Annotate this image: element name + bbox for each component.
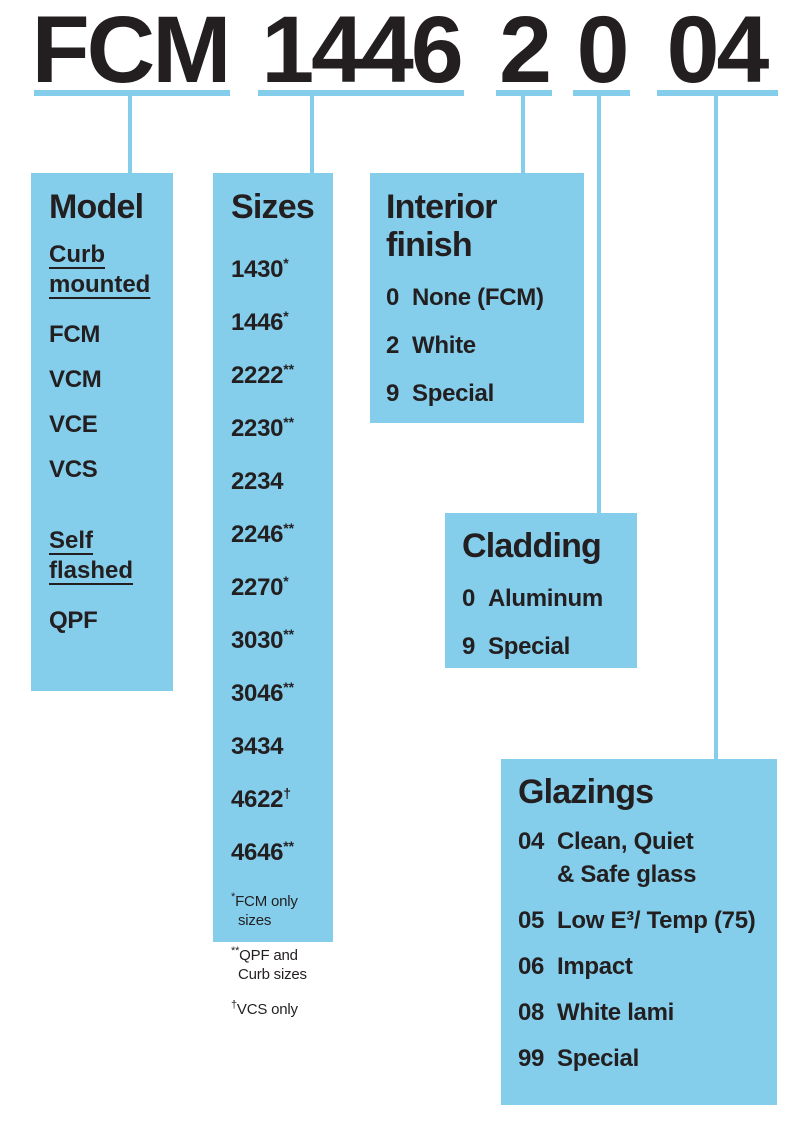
glazings-box: Glazings 04 Clean, Quiet & Safe glass 05… bbox=[501, 759, 777, 1105]
option-code: 99 bbox=[518, 1045, 545, 1073]
code-underline-interior-finish bbox=[496, 90, 552, 96]
size-item: 2270* bbox=[231, 573, 289, 602]
group-heading-curb-mounted: Curb mounted bbox=[49, 240, 165, 300]
group-heading-self-flashed: Self flashed bbox=[49, 526, 165, 586]
connector-line-interior-finish bbox=[521, 96, 525, 173]
option-label: Impact bbox=[557, 953, 633, 981]
code-segment-glazing: 04 bbox=[666, 0, 770, 103]
size-footnote: †VCS only bbox=[231, 999, 298, 1019]
model-item: QPF bbox=[49, 607, 98, 635]
size-item: 2246** bbox=[231, 520, 295, 549]
model-item: VCM bbox=[49, 366, 102, 394]
model-group-curb-mounted: Curb mounted FCM VCM VCE VCS bbox=[49, 240, 165, 492]
option-label: Aluminum bbox=[488, 585, 603, 613]
size-item: 2234 bbox=[231, 468, 284, 496]
model-item: VCE bbox=[49, 411, 98, 439]
option-code: 2 bbox=[386, 332, 400, 360]
model-item: FCM bbox=[49, 321, 101, 349]
connector-line-cladding bbox=[597, 96, 601, 513]
option-label: Special bbox=[557, 1045, 639, 1073]
glazing-option: 99 Special bbox=[518, 1042, 767, 1075]
model-box: Model Curb mounted FCM VCM VCE VCS Self … bbox=[31, 173, 173, 691]
option-code: 0 bbox=[462, 585, 476, 613]
size-item: 3030** bbox=[231, 626, 295, 655]
size-item: 2230** bbox=[231, 414, 295, 443]
code-underline-cladding bbox=[573, 90, 630, 96]
size-item: 4622† bbox=[231, 785, 291, 814]
glazing-option: 06 Impact bbox=[518, 950, 767, 983]
option-label: White bbox=[412, 332, 476, 360]
cladding-box-title: Cladding bbox=[462, 527, 602, 565]
sizes-box-title: Sizes bbox=[231, 188, 315, 226]
option-label: Special bbox=[412, 380, 494, 408]
size-footnote: **QPF and Curb sizes bbox=[231, 945, 307, 984]
connector-line-sizes bbox=[310, 96, 314, 173]
option-code: 0 bbox=[386, 284, 400, 312]
model-item: VCS bbox=[49, 456, 98, 484]
interior-finish-option: 9 Special bbox=[386, 380, 574, 408]
connector-line-glazings bbox=[714, 96, 718, 759]
interior-finish-box: Interior finish 0 None (FCM) 2 White 9 S… bbox=[370, 173, 584, 423]
code-segment-size: 1446 bbox=[261, 0, 463, 103]
option-label: White lami bbox=[557, 999, 675, 1027]
group-heading-text: Curb mounted bbox=[49, 241, 151, 299]
code-segment-cladding: 0 bbox=[576, 0, 630, 103]
group-heading-text: Self flashed bbox=[49, 527, 134, 585]
option-label: None (FCM) bbox=[412, 284, 544, 312]
option-code: 9 bbox=[386, 380, 400, 408]
sizes-box: Sizes 1430* 1446* 2222** 2230** 2234 224… bbox=[213, 173, 333, 1018]
code-segment-model: FCM bbox=[31, 0, 232, 103]
glazings-box-title: Glazings bbox=[518, 773, 654, 811]
code-underline-model bbox=[34, 90, 230, 96]
option-code: 04 bbox=[518, 828, 545, 856]
model-box-title: Model bbox=[49, 188, 144, 226]
interior-finish-option: 2 White bbox=[386, 332, 574, 360]
size-item: 1446* bbox=[231, 308, 289, 337]
size-footnote: *FCM only sizes bbox=[231, 891, 298, 930]
size-item: 2222** bbox=[231, 361, 295, 390]
option-label: Low E³/ Temp (75) bbox=[557, 907, 756, 935]
option-code: 9 bbox=[462, 633, 476, 661]
size-item: 1430* bbox=[231, 255, 289, 284]
glazing-option: 08 White lami bbox=[518, 996, 767, 1029]
cladding-option: 0 Aluminum bbox=[462, 585, 627, 613]
model-group-self-flashed: Self flashed QPF bbox=[49, 526, 165, 643]
size-item: 3434 bbox=[231, 733, 284, 761]
option-code: 05 bbox=[518, 907, 545, 935]
cladding-box: Cladding 0 Aluminum 9 Special bbox=[445, 513, 637, 668]
glazing-option: 05 Low E³/ Temp (75) bbox=[518, 904, 767, 937]
interior-finish-option: 0 None (FCM) bbox=[386, 284, 574, 312]
glazing-option: 04 Clean, Quiet & Safe glass bbox=[518, 825, 767, 891]
option-code: 08 bbox=[518, 999, 545, 1027]
code-underline-glazing bbox=[657, 90, 778, 96]
option-label: Special bbox=[488, 633, 570, 661]
option-label: Clean, Quiet & Safe glass bbox=[557, 828, 697, 889]
connector-line-model bbox=[128, 96, 132, 173]
size-item: 3046** bbox=[231, 679, 295, 708]
size-item: 4646** bbox=[231, 838, 295, 867]
cladding-option: 9 Special bbox=[462, 633, 627, 661]
option-code: 06 bbox=[518, 953, 545, 981]
code-segment-interior-finish: 2 bbox=[499, 0, 552, 103]
code-underline-size bbox=[258, 90, 464, 96]
interior-finish-box-title: Interior finish bbox=[386, 188, 498, 265]
